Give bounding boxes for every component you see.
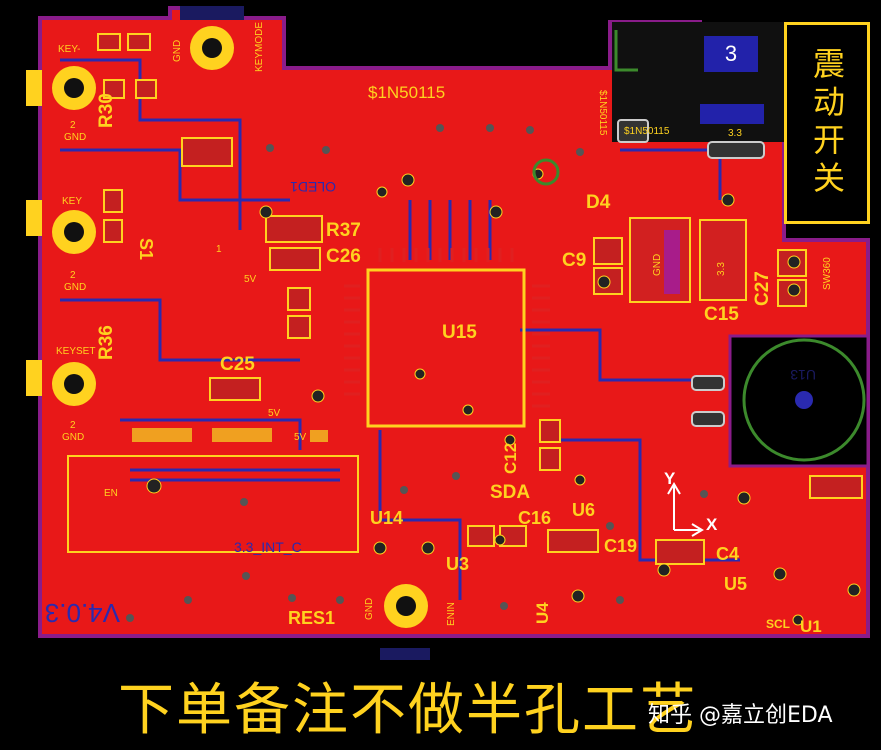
u13-label: U13 bbox=[790, 367, 816, 383]
zhihu-watermark: 知乎 @嘉立创EDA bbox=[648, 703, 833, 728]
pin-key: KEY bbox=[62, 196, 82, 207]
pin-gnd-c: GND bbox=[652, 254, 663, 276]
vibration-switch-label-box: 震动开关 bbox=[784, 22, 870, 224]
pin-d-net: $1N50115 bbox=[624, 126, 670, 137]
c27-designator: C27 bbox=[752, 271, 773, 306]
bottom-fabrication-note: 下单备注不做半孔工艺 bbox=[118, 678, 698, 743]
pin-n2-b: 2 bbox=[70, 270, 76, 281]
u6-designator: U6 bbox=[572, 500, 595, 520]
u15-pins bbox=[344, 248, 550, 408]
pin-gnd-3: GND bbox=[62, 432, 84, 443]
pin-gnd-top: GND bbox=[172, 40, 183, 62]
version-mark: V4.0.3 bbox=[45, 598, 120, 628]
c4-designator: C4 bbox=[716, 544, 739, 564]
pin-key-minus: KEY- bbox=[58, 44, 80, 55]
d4-designator: D4 bbox=[586, 192, 611, 213]
pin-5v-c: 5V bbox=[294, 432, 307, 443]
orange-pads bbox=[132, 230, 680, 442]
vibration-switch-label: 震动开关 bbox=[812, 45, 845, 197]
u3-designator: U3 bbox=[446, 554, 469, 574]
scl-label: SCL bbox=[766, 617, 790, 631]
c19-designator: C19 bbox=[604, 536, 637, 556]
pin-gnd-2: GND bbox=[64, 282, 86, 293]
pin-gnd-1: GND bbox=[64, 132, 86, 143]
c16-designator: C16 bbox=[518, 508, 551, 528]
pin-int-label: 3.3_INT_C bbox=[234, 539, 302, 555]
pad-number-badge: 3 bbox=[704, 36, 758, 72]
u15-designator: U15 bbox=[442, 322, 477, 343]
r36-designator: R36 bbox=[96, 325, 117, 360]
top-right-blue-pad bbox=[700, 104, 764, 124]
u15-outline bbox=[366, 268, 526, 428]
pin-enin: ENIN bbox=[446, 602, 457, 626]
c26-designator: C26 bbox=[326, 246, 361, 267]
pin-n2-c: 2 bbox=[70, 420, 76, 431]
r37-designator: R37 bbox=[326, 220, 361, 241]
res1-designator: RES1 bbox=[288, 608, 335, 628]
u5-designator: U5 bbox=[724, 574, 747, 594]
pin-sw360: SW360 bbox=[822, 257, 833, 290]
oled1-label: OLED1 bbox=[290, 179, 336, 195]
vias bbox=[146, 168, 861, 626]
left-connector-pads bbox=[26, 6, 430, 660]
c12-designator: C12 bbox=[501, 443, 520, 474]
pin-33-d: 3.3 bbox=[728, 128, 742, 139]
pin-d-net-rot: $1N50115 bbox=[597, 90, 608, 136]
tactile-pads bbox=[617, 119, 765, 427]
u1-designator: U1 bbox=[800, 617, 822, 636]
pin-en: EN bbox=[104, 488, 118, 499]
axis-y-label: Y bbox=[664, 469, 676, 488]
u13-center-pad bbox=[795, 391, 813, 409]
pin-33-c27: 3.3 bbox=[716, 262, 727, 276]
r30-designator: R30 bbox=[96, 93, 117, 128]
pin-n2-a: 2 bbox=[70, 120, 76, 131]
u4-designator: U4 bbox=[533, 602, 552, 624]
sda-label: SDA bbox=[490, 482, 530, 503]
pin-keyset: KEYSET bbox=[56, 346, 95, 357]
c25-designator: C25 bbox=[220, 354, 255, 375]
s1-designator: S1 bbox=[136, 238, 156, 260]
axis-arrows bbox=[667, 482, 704, 537]
c15-designator: C15 bbox=[704, 304, 739, 325]
axis-x-label: X bbox=[706, 515, 718, 534]
green-outlines bbox=[532, 30, 866, 462]
pin-5v-b: 5V bbox=[268, 408, 281, 419]
pin-5v-a: 5V bbox=[244, 274, 257, 285]
pin-keymode: KEYMODE bbox=[254, 22, 265, 72]
net-label-top: $1N50115 bbox=[368, 83, 445, 102]
pin-n1-a: 1 bbox=[216, 244, 222, 255]
c9-designator: C9 bbox=[562, 250, 586, 271]
pin-gnd-res: GND bbox=[364, 598, 375, 620]
u14-designator: U14 bbox=[370, 508, 403, 528]
via-dots bbox=[126, 124, 708, 622]
